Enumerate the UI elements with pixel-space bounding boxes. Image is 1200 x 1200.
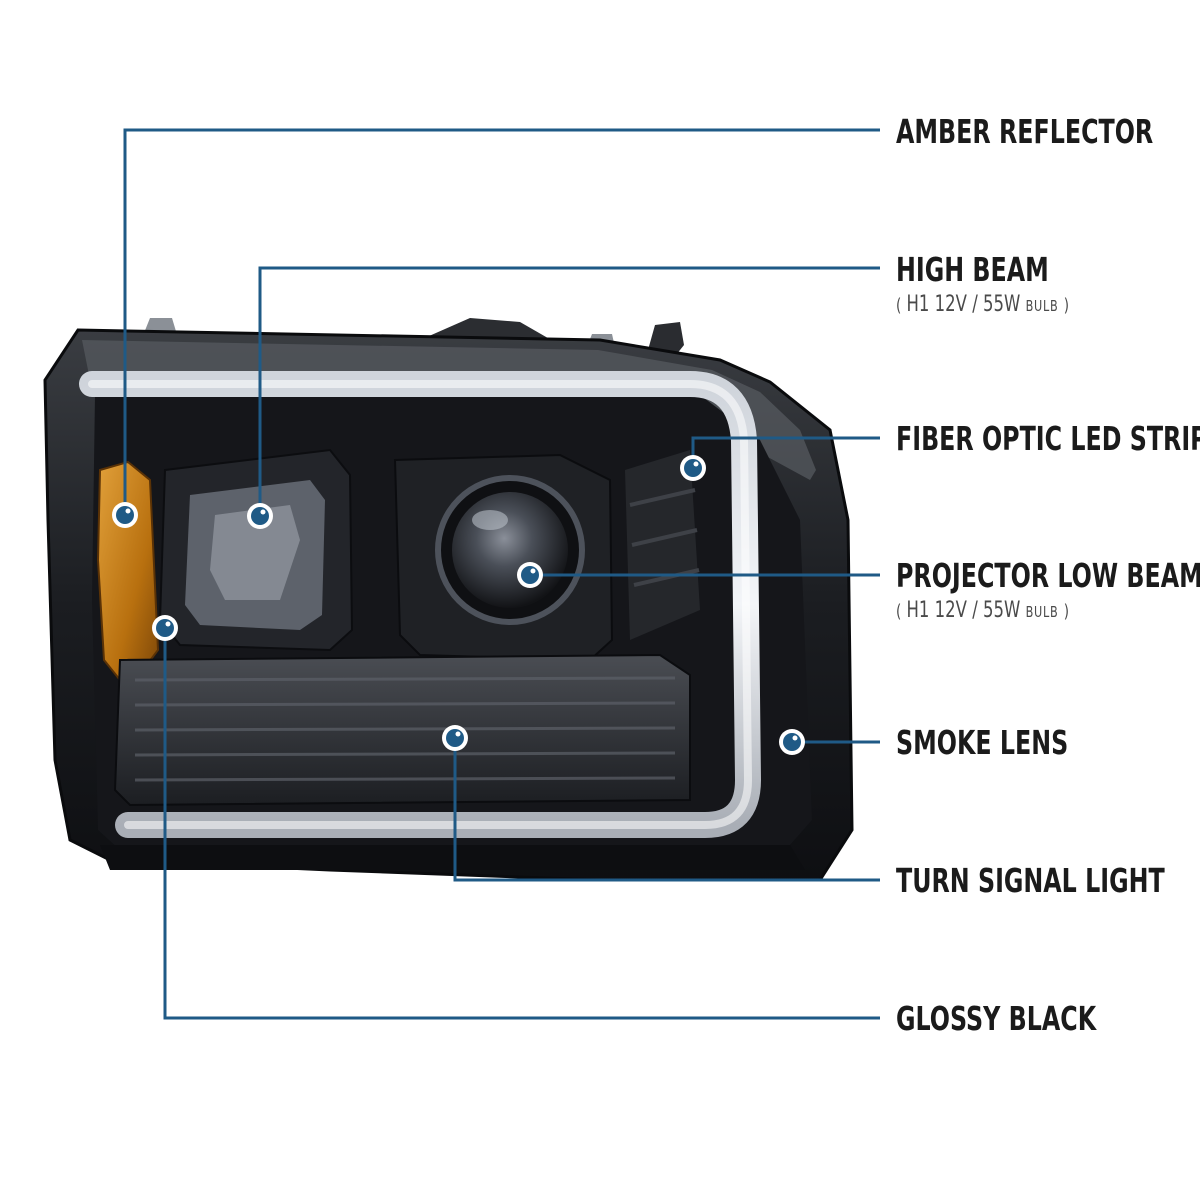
spec-close-paren: ) (1063, 601, 1070, 622)
label-fiber-optic-led-strip: FIBER OPTIC LED STRIP (896, 419, 1200, 458)
spec-text: H1 12V / 55W (906, 598, 1021, 623)
spec-unit: BULB (1025, 603, 1059, 621)
dot-marker-icon (112, 502, 138, 528)
leader-glossy-black (163, 628, 880, 1020)
dot-marker-icon (779, 729, 805, 755)
label-turn-signal-light: TURN SIGNAL LIGHT (896, 861, 1165, 900)
leader-turn-signal (453, 738, 880, 882)
label-glossy-black: GLOSSY BLACK (896, 999, 1097, 1038)
dot-marker-icon (442, 725, 468, 751)
dot-marker-icon (680, 455, 706, 481)
leader-amber-reflector (123, 128, 880, 515)
label-high-beam: HIGH BEAM (896, 250, 1049, 289)
side-fins (625, 450, 700, 640)
spec-unit: BULB (1025, 297, 1059, 315)
leader-high-beam (258, 266, 880, 516)
spec-open-paren: ( (896, 295, 902, 316)
headlight-illustration (43, 318, 854, 882)
fin-line (631, 528, 698, 547)
led-strip-glow (88, 380, 753, 829)
label-amber-reflector: AMBER REFLECTOR (896, 112, 1154, 151)
spec-close-paren: ) (1063, 295, 1070, 316)
callout-dots (112, 455, 805, 755)
spec-text: H1 12V / 55W (906, 292, 1021, 317)
spec-open-paren: ( (896, 601, 902, 622)
spec-high-beam: ( H1 12V / 55W BULB ) (896, 292, 1069, 317)
projector-glare (472, 510, 508, 530)
label-projector-low-beam: PROJECTOR LOW BEAM (896, 556, 1200, 595)
label-smoke-lens: SMOKE LENS (896, 723, 1069, 762)
dot-marker-icon (517, 562, 543, 588)
dot-marker-icon (152, 615, 178, 641)
housing-bottom (100, 845, 805, 870)
spec-projector-low-beam: ( H1 12V / 55W BULB ) (896, 598, 1069, 623)
dot-marker-icon (247, 503, 273, 529)
fin-line (633, 568, 700, 587)
projector-lens (452, 492, 568, 608)
fin-line (629, 488, 696, 507)
turn-signal-ribs (134, 676, 676, 782)
leader-lines (123, 128, 880, 1020)
high-beam-highlight (210, 505, 300, 600)
amber-reflector-lens (96, 460, 160, 692)
